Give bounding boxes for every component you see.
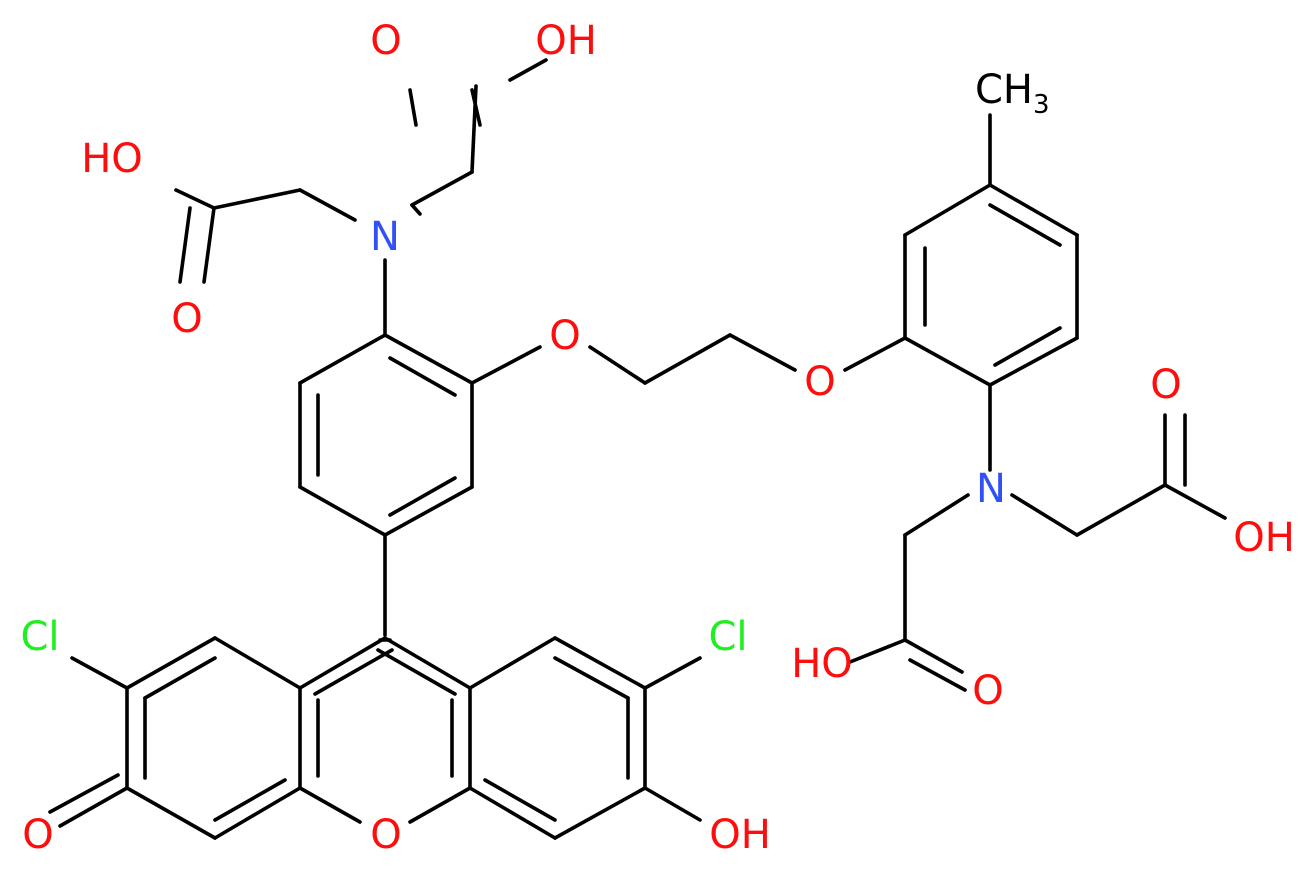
- bond-74: [468, 786, 557, 840]
- bond-34: [993, 326, 1062, 367]
- bond-58: [408, 786, 472, 824]
- atom-cl-right: Cl: [708, 614, 747, 660]
- atom-n-left: N: [370, 214, 400, 260]
- bond-28: [988, 183, 1079, 237]
- bond-30: [988, 336, 1079, 387]
- atom-o-right-top: O: [1150, 362, 1181, 408]
- bond-46: [848, 638, 907, 664]
- bond-layer: [48, 58, 1227, 840]
- bond-66: [213, 778, 287, 822]
- bond-37: [1010, 493, 1079, 537]
- bond-50: [383, 636, 472, 690]
- bond-21: [470, 345, 542, 385]
- bond-62: [125, 786, 217, 840]
- atom-ch3-main: CH: [975, 67, 1033, 113]
- atom-ho-left: HO: [81, 136, 143, 182]
- bond-17: [383, 333, 474, 385]
- atom-label-layer: OH O HO O N O O CH3 N O OH HO O Cl Cl O …: [20, 18, 1294, 858]
- bond-75: [553, 656, 630, 700]
- atom-ch3: CH3: [975, 67, 1050, 120]
- bond-4: [470, 84, 478, 174]
- bond-7: [212, 188, 302, 210]
- bond-33: [988, 203, 1062, 247]
- bond-12: [298, 333, 387, 385]
- bond-8: [174, 188, 216, 210]
- bond-24: [728, 333, 797, 372]
- bond-14: [298, 485, 387, 537]
- atom-o-left: O: [171, 296, 202, 342]
- bond-64: [143, 656, 217, 700]
- atom-o-keto: O: [22, 812, 53, 858]
- atom-ho-right-bottom: HO: [791, 641, 853, 687]
- bond-67: [58, 786, 129, 828]
- bond-38: [1075, 483, 1167, 537]
- bond-42: [903, 493, 970, 537]
- atom-o-xanthene: O: [370, 812, 401, 858]
- bond-22: [588, 345, 647, 385]
- atom-n-right: N: [976, 466, 1006, 512]
- atom-o-ether-1: O: [549, 313, 580, 359]
- bond-63: [213, 786, 302, 840]
- bond-41: [1163, 483, 1227, 520]
- bond-70: [468, 636, 557, 690]
- bond-59: [213, 636, 302, 690]
- bond-6: [298, 188, 357, 222]
- bond-77: [483, 778, 557, 822]
- bond-23: [643, 333, 732, 385]
- bond-5: [410, 203, 422, 216]
- bond-25: [843, 336, 907, 372]
- bond-45: [908, 658, 967, 692]
- bond-2: [408, 88, 418, 127]
- bond-71: [553, 636, 647, 690]
- bond-19: [388, 476, 457, 517]
- bond-0: [508, 58, 548, 82]
- bond-44: [903, 638, 964, 674]
- bond-52: [376, 648, 457, 696]
- atom-o-ether-2: O: [804, 359, 835, 405]
- bond-3: [410, 170, 474, 207]
- bond-31: [903, 336, 992, 387]
- bond-10: [178, 206, 192, 284]
- atom-cl-left: Cl: [20, 614, 59, 660]
- bond-51: [313, 648, 394, 696]
- atom-o-right-bottom: O: [972, 668, 1003, 714]
- atom-o-top: O: [370, 18, 401, 64]
- bond-68: [48, 773, 120, 814]
- atom-ch3-subscript: 3: [1033, 90, 1050, 120]
- atom-oh-top: OH: [535, 18, 597, 64]
- bond-79: [643, 786, 702, 822]
- bond-69: [70, 656, 129, 690]
- bond-60: [125, 636, 217, 690]
- bond-9: [202, 206, 216, 284]
- bond-57: [298, 786, 362, 824]
- atom-oh-bottom: OH: [709, 812, 771, 858]
- bond-20: [388, 356, 457, 397]
- bond-49: [298, 636, 387, 690]
- atom-oh-right: OH: [1233, 515, 1295, 561]
- bond-73: [553, 786, 647, 840]
- bond-27: [903, 183, 992, 237]
- bond-78: [643, 656, 702, 690]
- bond-15: [383, 485, 474, 537]
